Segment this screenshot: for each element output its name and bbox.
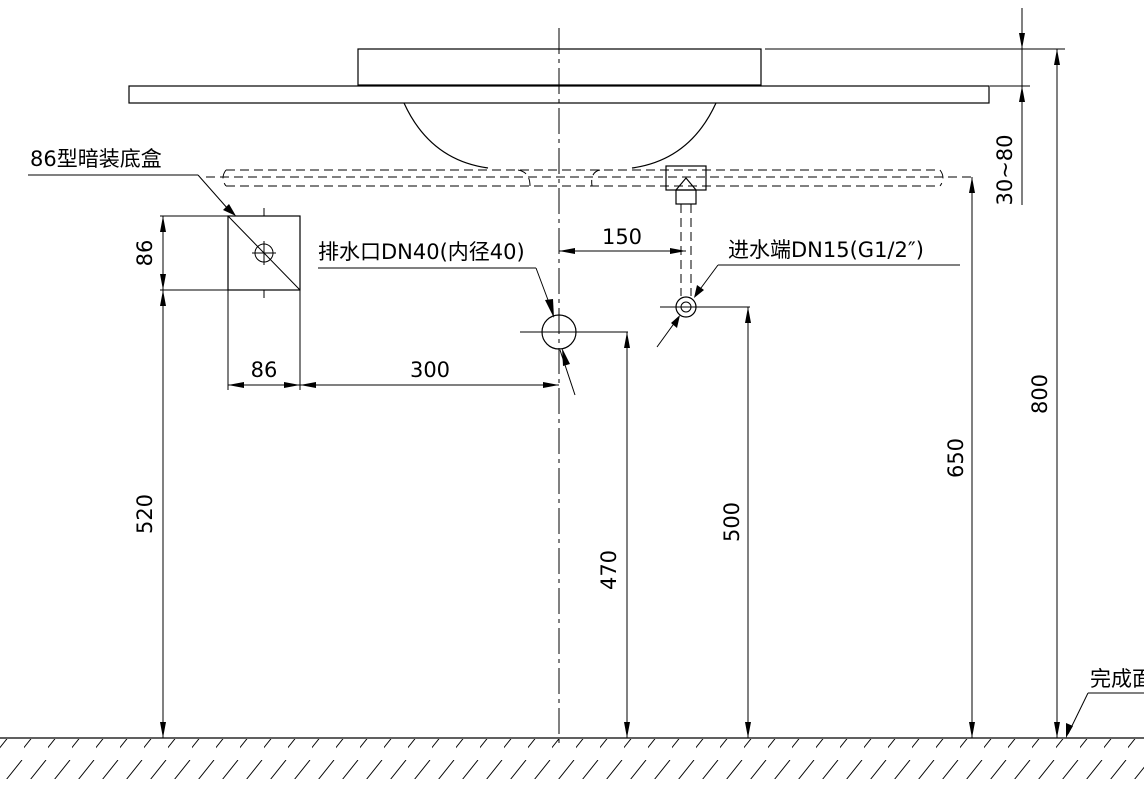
dim-text-drain-to-inlet: 150 [602,225,642,249]
inlet-port [660,296,750,318]
dim-text-box-elevation: 520 [133,494,157,534]
dim-text-drain-elevation: 470 [597,550,621,590]
junction-box-leader [28,174,236,216]
dim-box-elevation [160,290,166,738]
drain-outlet [520,314,628,350]
dim-box-height [160,215,228,291]
dim-counter-underside [969,177,975,738]
inlet-leader [656,264,960,348]
dim-text-box-height: 86 [133,240,157,267]
basin-bowl [403,102,717,169]
dim-drain-elevation [624,332,630,738]
finished-floor-leader [1066,692,1144,738]
drain-leader [318,267,576,396]
junction-box [227,208,301,298]
drain-outlet-label: 排水口DN40(内径40) [318,240,525,264]
pipe-chase-dashed [206,169,975,187]
dim-text-counter-top: 800 [1028,374,1052,414]
inlet-fitting [665,165,707,296]
dim-text-counter-underside: 650 [944,438,968,478]
dim-drain-inlet [559,248,686,254]
dim-horizontal-box [227,290,559,390]
water-inlet-label: 进水端DN15(G1/2″) [728,238,924,262]
dim-counter-thickness [990,8,1030,205]
dim-text-box-width: 86 [251,358,278,382]
dim-counter-top [765,48,1065,738]
finished-floor-label: 完成面 [1090,667,1144,691]
dim-inlet-elevation [745,307,751,738]
dim-text-counter-thickness: 30~80 [993,134,1017,205]
dim-text-box-to-center: 300 [410,358,450,382]
floor [0,737,1144,779]
dim-text-inlet-elevation: 500 [720,502,744,542]
junction-box-label: 86型暗装底盒 [30,147,162,171]
